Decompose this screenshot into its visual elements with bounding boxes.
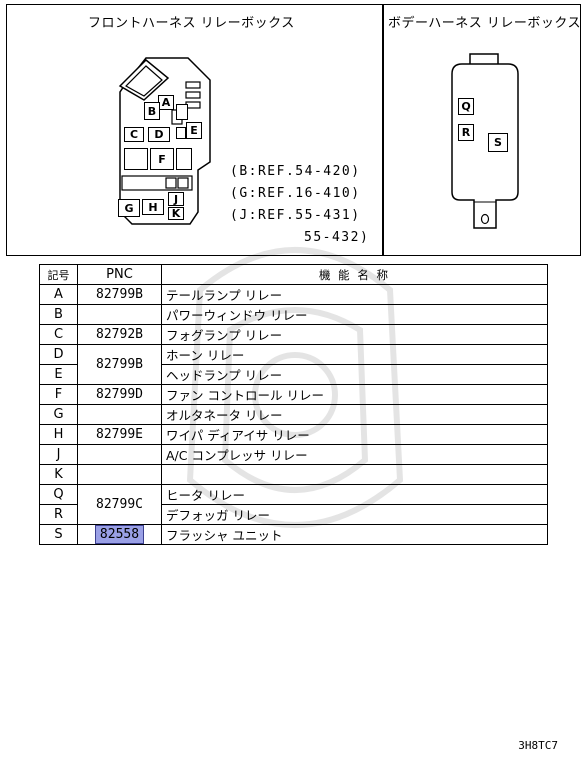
row-code: C (39, 324, 78, 345)
footer-code: 3H8TC7 (518, 739, 558, 752)
relay-d-label: D (148, 127, 170, 142)
relay-c-label: C (124, 127, 144, 142)
body-relay-box-title: ボデーハーネス リレーボックス (388, 16, 581, 31)
row-name: ファン コントロール リレー (161, 384, 548, 405)
reference-j: (J:REF.55-431) (230, 208, 361, 223)
table-row: G オルタネータ リレー (39, 404, 548, 425)
row-pnc (77, 464, 162, 485)
row-name: A/C コンプレッサ リレー (161, 444, 548, 465)
relay-r-label: R (458, 124, 474, 141)
row-name: パワーウィンドウ リレー (161, 304, 548, 325)
row-pnc (77, 304, 162, 325)
row-code: E (39, 364, 78, 385)
table-row: D 82799B ホーン リレー (39, 344, 548, 385)
diagram-divider (382, 4, 384, 256)
relay-s-label: S (488, 133, 508, 152)
row-pnc[interactable]: 82799C (77, 484, 162, 525)
relay-j-label: J (168, 192, 184, 206)
row-pnc[interactable]: 82799B (77, 284, 162, 305)
row-pnc[interactable]: 82792B (77, 324, 162, 345)
relay-box-block (176, 148, 192, 170)
row-code: R (39, 504, 78, 525)
row-code: F (39, 384, 78, 405)
column-header-name: 機 能 名 称 (161, 264, 548, 285)
relay-h-label: H (142, 199, 164, 215)
reference-g: (G:REF.16-410) (230, 186, 361, 201)
table-row: F 82799D ファン コントロール リレー (39, 384, 548, 405)
table-row: S 82558 フラッシャ ユニット (39, 524, 548, 545)
table-row: H 82799E ワイパ ディアイサ リレー (39, 424, 548, 445)
relay-parts-table: 記号 PNC 機 能 名 称 A 82799B テールランプ リレー B パワー… (39, 264, 548, 545)
diagram-frame (6, 4, 581, 256)
row-pnc-cell: 82558 (77, 524, 162, 545)
table-row: A 82799B テールランプ リレー (39, 284, 548, 305)
row-pnc (77, 404, 162, 425)
relay-box-block (124, 148, 148, 170)
body-relay-box-outline (451, 53, 519, 229)
row-pnc[interactable]: 82799D (77, 384, 162, 405)
relay-k-label: K (168, 207, 184, 220)
row-pnc-highlighted[interactable]: 82558 (94, 525, 145, 544)
row-pnc (77, 444, 162, 465)
row-name: ヘッドランプ リレー (161, 364, 548, 385)
table-row: J A/C コンプレッサ リレー (39, 444, 548, 465)
row-name: デフォッガ リレー (161, 504, 548, 525)
table-row: Q 82799C ヒータ リレー (39, 484, 548, 525)
table-header-row: 記号 PNC 機 能 名 称 (39, 264, 548, 285)
row-name: フォグランプ リレー (161, 324, 548, 345)
relay-e-label: E (186, 122, 202, 139)
column-header-pnc: PNC (77, 264, 162, 285)
row-code: S (39, 524, 78, 545)
table-row: C 82792B フォグランプ リレー (39, 324, 548, 345)
row-name: ホーン リレー (161, 344, 548, 365)
table-row: B パワーウィンドウ リレー (39, 304, 548, 325)
relay-b-label: B (144, 102, 160, 120)
row-name: フラッシャ ユニット (161, 524, 548, 545)
row-pnc[interactable]: 82799B (77, 344, 162, 385)
row-name: オルタネータ リレー (161, 404, 548, 425)
row-pnc[interactable]: 82799E (77, 424, 162, 445)
relay-q-label: Q (458, 98, 474, 115)
row-code: D (39, 344, 78, 365)
table-row: E ヘッドランプ リレー (39, 364, 548, 385)
row-name (161, 464, 548, 485)
row-name: ワイパ ディアイサ リレー (161, 424, 548, 445)
row-code: K (39, 464, 78, 485)
reference-b: (B:REF.54-420) (230, 164, 361, 179)
relay-f-label: F (150, 148, 174, 170)
relay-box-block (176, 104, 188, 120)
relay-a-label: A (158, 95, 174, 110)
row-code: B (39, 304, 78, 325)
table-row: K (39, 464, 548, 485)
column-header-code: 記号 (39, 264, 78, 285)
reference-j-2: 55-432) (304, 230, 370, 245)
front-relay-box-title: フロントハーネス リレーボックス (88, 16, 295, 31)
row-name: ヒータ リレー (161, 484, 548, 505)
row-code: A (39, 284, 78, 305)
relay-g-label: G (118, 199, 140, 217)
row-name: テールランプ リレー (161, 284, 548, 305)
relay-box-block (176, 127, 186, 139)
row-code: J (39, 444, 78, 465)
row-code: Q (39, 484, 78, 505)
row-code: G (39, 404, 78, 425)
row-code: H (39, 424, 78, 445)
